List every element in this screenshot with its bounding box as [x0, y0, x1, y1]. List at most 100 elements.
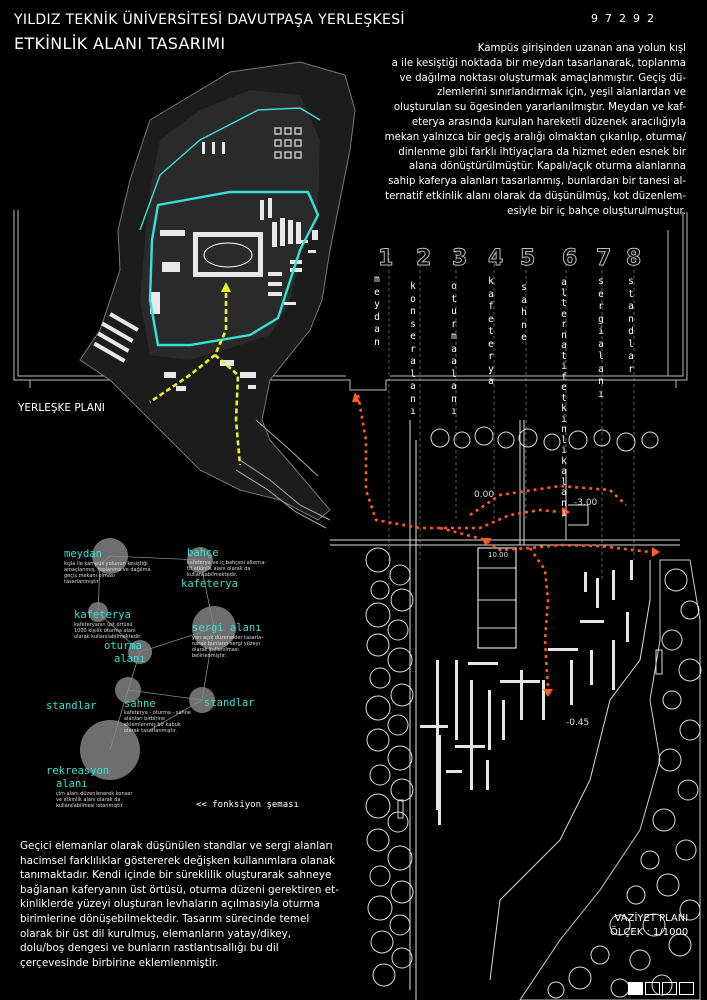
fn-desc-line: olarak tasarlanmıştır. [124, 728, 177, 734]
zone-label-kafeterya: kafeterya [488, 276, 494, 387]
fn-desc-line: kullanılabilmesi istenmiştir. [56, 803, 124, 809]
fn-desc-line: eklemlenmiş bir kabuk [124, 722, 181, 728]
function-diagram-caption: << fonksiyon şeması [196, 800, 299, 810]
fn-desc-bahce: kafeterya ve iç bahçesi alterna- tif etk… [187, 560, 266, 578]
fn-title-alani: alanı [114, 653, 146, 665]
intro-line: esiyle bir iç bahçe oluşturulmuştur. [507, 205, 686, 217]
project-code: 97292 [591, 12, 661, 25]
site-lines [330, 420, 680, 1000]
fn-title-meydan: meydan [64, 548, 102, 560]
zone-label-alternatif: alternatif etkinlik alanı [561, 277, 567, 519]
fn-desc-line: belirlenmiştir. [192, 653, 227, 659]
outro-line: hacimsel farklılıklar göstererek değişke… [20, 854, 336, 867]
fn-title-sahne: sahne [124, 698, 156, 710]
zone-number: 6 [561, 246, 578, 272]
zone-label-konser: konser alanı [410, 281, 416, 417]
outro-line: çerçevesinde birbirine eklemlenmiştir. [20, 956, 219, 969]
function-diagram [80, 538, 236, 780]
fn-desc-line: tasarlanmıştır [64, 579, 99, 585]
intro-line: Kampüs girişinden uzanan ana yolun kışl [477, 43, 686, 54]
pedestrian-route [149, 285, 242, 466]
campus-plan-label: YERLEŞKE PLANI [18, 402, 105, 414]
stage-bars [420, 560, 633, 825]
site-plan-scale: ÖLÇEK : 1/1000 [610, 927, 689, 938]
fn-desc-line: tif etkinlik alanı olarak da [187, 566, 251, 572]
intro-line: mekan yalnızca bir geçiş aralığı olmakta… [384, 131, 686, 143]
fn-desc-line: narak bunların sergi yüzeyi [192, 641, 260, 647]
level-label: 0.00 [474, 490, 495, 500]
fn-title-sergi: sergi alanı [192, 622, 262, 634]
outro-line: bağlanan kaferyanın üst örtüsü, oturma d… [20, 883, 339, 896]
fn-desc-line: kafeteryanın üst örtüsü [74, 622, 133, 628]
intro-line: a ile kesiştiği noktada bir meydan tasar… [391, 57, 686, 69]
dormitory-blocks [274, 127, 302, 159]
stadium-track [203, 242, 253, 268]
section-line [13, 210, 688, 391]
fn-desc-sergi: yarı açık düzenekler tasarla- narak bunl… [192, 635, 263, 659]
sheet-square-active [628, 982, 643, 995]
intro-line: ve dağılma noktası oluşturmak amaçlanmış… [399, 72, 686, 84]
site-plan-title: VAZİYET PLANI [614, 913, 689, 924]
university-name: YILDIZ TEKNİK ÜNİVERSİTESİ DAVUTPAŞA YER… [14, 12, 405, 28]
cafeteria-block [477, 547, 517, 649]
intro-line: sahip kaferya alanları tasarlanmış, bunl… [388, 176, 686, 188]
fn-title-bahce: bahçe [187, 547, 219, 559]
intro-paragraph: Kampüs girişinden uzanan ana yolun kışl … [330, 42, 686, 220]
fn-title-kafeterya: kafeterya [74, 609, 131, 621]
campus-buildings [93, 142, 318, 391]
site-plan [330, 392, 702, 1000]
outro-line: kinliklerde yüzeyi oluşturan levhaların … [20, 898, 320, 911]
sheet-square [645, 982, 660, 995]
outro-paragraph: Geçici elemanlar olarak düşünülen standl… [20, 839, 360, 970]
green-area-outline [519, 559, 701, 1000]
outro-line: olarak bir üst dil kurulmuş, elemanların… [20, 927, 292, 940]
fn-desc-line: çim alanı düzenlenerek konser [56, 791, 133, 797]
fn-desc-line: kışla ile kampüs yolunun kesiştiği [64, 561, 148, 567]
fn-desc-rekreasyon: çim alanı düzenlenerek konser ve etkinli… [56, 791, 132, 809]
fn-desc-line: kafeterya - oturma - sahne [124, 710, 191, 716]
zone-number: 7 [595, 246, 612, 272]
intro-line: dinlenme gibi farklı ihtiyaçlara da hizm… [398, 146, 686, 158]
fn-title-oturma: oturma [104, 640, 142, 652]
zone-number: 4 [487, 246, 504, 272]
intro-line: ternatif etkinlik alanı olarak da düşünü… [385, 190, 686, 202]
sheet-indicator [626, 980, 694, 999]
fn-desc-line: ve etkinlik alanı olarak da [56, 797, 121, 803]
zone-label-sergi: sergi alanı [598, 276, 604, 400]
function-bubbles [80, 538, 236, 780]
fn-title-standlar-right: standlar [204, 697, 255, 709]
fn-title-rekreasyon: rekreasyon [46, 765, 110, 777]
outro-line: Geçici elemanlar olarak düşünülen standl… [20, 840, 333, 852]
campus-outer-road [139, 107, 321, 231]
fn-title-rekreasyon-alani: alanı [56, 778, 88, 790]
zone-number: 8 [625, 246, 642, 272]
zone-label-meydan: meydan [374, 274, 380, 348]
kiosks [397, 649, 663, 819]
level-label: 10.00 [488, 551, 509, 559]
fn-title-standlar-left: standlar [46, 700, 97, 712]
sheet-square [662, 982, 677, 995]
intro-line: zlemlerini sınırlandırmak için, yeşil al… [436, 87, 686, 99]
fn-desc-line: kafeterya ve iç bahçesi alterna- [187, 560, 267, 566]
tree-canopy-left [365, 547, 414, 987]
fn-desc-line: kullanılabilmektedir. [187, 572, 238, 578]
fn-desc-line: olarak kullanılabilmektedir. [74, 634, 142, 640]
zone-label-oturma: oturma alanı [451, 281, 457, 417]
level-label: -0.45 [566, 718, 590, 728]
fn-desc-kafeterya: kafeteryanın üst örtüsü 1000 kişilik otu… [74, 622, 141, 640]
fn-title-kafeterya-2: kafeterya [181, 578, 238, 590]
tree-canopy-top [430, 426, 659, 452]
fn-desc-line: olarak kullanılması [192, 647, 239, 653]
fn-desc-sahne: kafeterya - oturma - sahne alanları birb… [124, 710, 191, 734]
movement-path [356, 394, 651, 691]
outro-line: dolu/boş dengesi ve bunların rastlantısa… [20, 942, 279, 955]
fn-desc-line: 1000 kişilik oturma alanı [74, 628, 136, 634]
cafeteria-partitions [478, 567, 516, 629]
intro-line: alana dönüştürülmüştür. Kapalı/açık otur… [409, 161, 686, 173]
zone-label-standlar: standlar [628, 276, 634, 375]
highway [235, 419, 331, 529]
fn-desc-line: alanları birbirine [124, 716, 166, 722]
intro-line: eterya arasında kurulan hareketli düzene… [411, 116, 686, 128]
zone-number: 3 [451, 246, 468, 272]
